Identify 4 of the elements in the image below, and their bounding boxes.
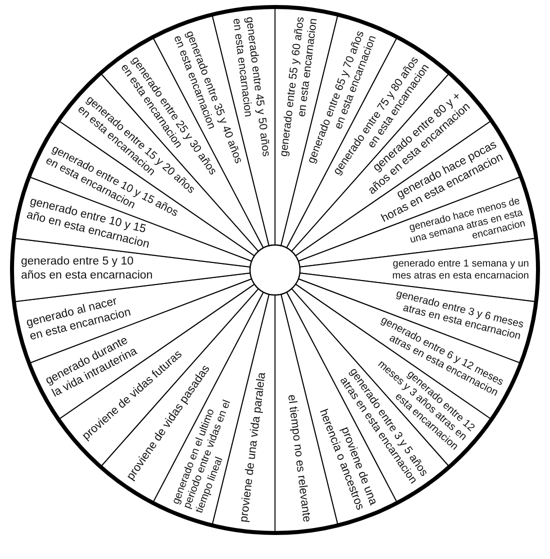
sector-label: generado entre 1 semana y un mes atras en esta encarnacion — [391, 258, 529, 282]
sector-label: generado entre 5 y 10 años en esta encarnacion — [21, 256, 154, 282]
sector-label: el tiempo no es relevante — [284, 392, 312, 523]
sector-label: proviene de una vida paralela — [238, 370, 269, 523]
